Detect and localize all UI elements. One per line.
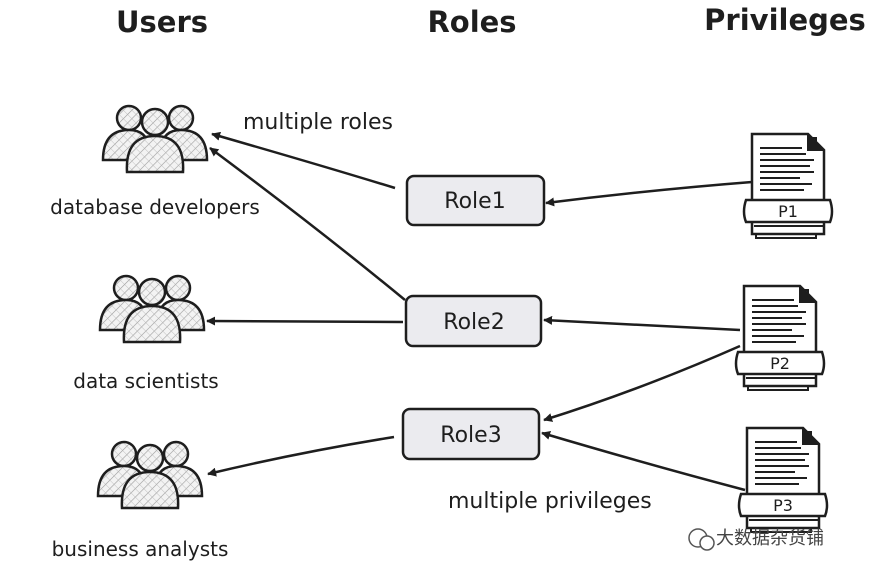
annotation-multiple-privileges: multiple privileges bbox=[448, 489, 652, 514]
arrow-role2-to-data-scientists bbox=[206, 316, 404, 326]
users-header: Users bbox=[116, 5, 208, 39]
privileges-header: Privileges bbox=[704, 3, 866, 37]
wechat-icon bbox=[688, 528, 715, 551]
document-icon-p1: P1 bbox=[742, 132, 834, 240]
role-label-role3: Role3 bbox=[440, 423, 501, 448]
role-box-role1: Role1 bbox=[405, 174, 546, 227]
privilege-label-p1: P1 bbox=[778, 202, 798, 221]
user-group-icon-database-developers bbox=[101, 104, 209, 174]
user-group-icon-business-analysts bbox=[96, 440, 204, 510]
document-icon-p3: P3 bbox=[737, 426, 829, 534]
user-group-icon-data-scientists bbox=[98, 274, 206, 344]
arrow-p1-to-role1 bbox=[545, 180, 753, 207]
arrow-p2-to-role3 bbox=[543, 344, 741, 422]
user-label-database-developers: database developers bbox=[50, 195, 260, 219]
user-label-business-analysts: business analysts bbox=[52, 537, 229, 561]
role-label-role1: Role1 bbox=[444, 189, 505, 214]
user-label-data-scientists: data scientists bbox=[73, 369, 218, 393]
arrow-role2-to-database-developers bbox=[209, 146, 406, 301]
watermark-text: 大数据杂货铺 bbox=[716, 528, 824, 549]
arrow-p2-to-role2 bbox=[543, 315, 741, 332]
role-label-role2: Role2 bbox=[443, 310, 504, 335]
annotation-multiple-roles: multiple roles bbox=[243, 110, 393, 135]
role-box-role2: Role2 bbox=[404, 294, 543, 348]
arrow-p3-to-role3 bbox=[541, 430, 746, 492]
role-box-role3: Role3 bbox=[401, 407, 541, 461]
document-icon-p2: P2 bbox=[734, 284, 826, 392]
privilege-label-p3: P3 bbox=[773, 496, 793, 515]
arrow-role3-to-business-analysts bbox=[207, 435, 395, 477]
arrow-role1-to-database-developers bbox=[211, 131, 396, 190]
roles-header: Roles bbox=[427, 5, 516, 39]
privilege-label-p2: P2 bbox=[770, 354, 790, 373]
watermark: 大数据杂货铺 bbox=[688, 528, 824, 551]
